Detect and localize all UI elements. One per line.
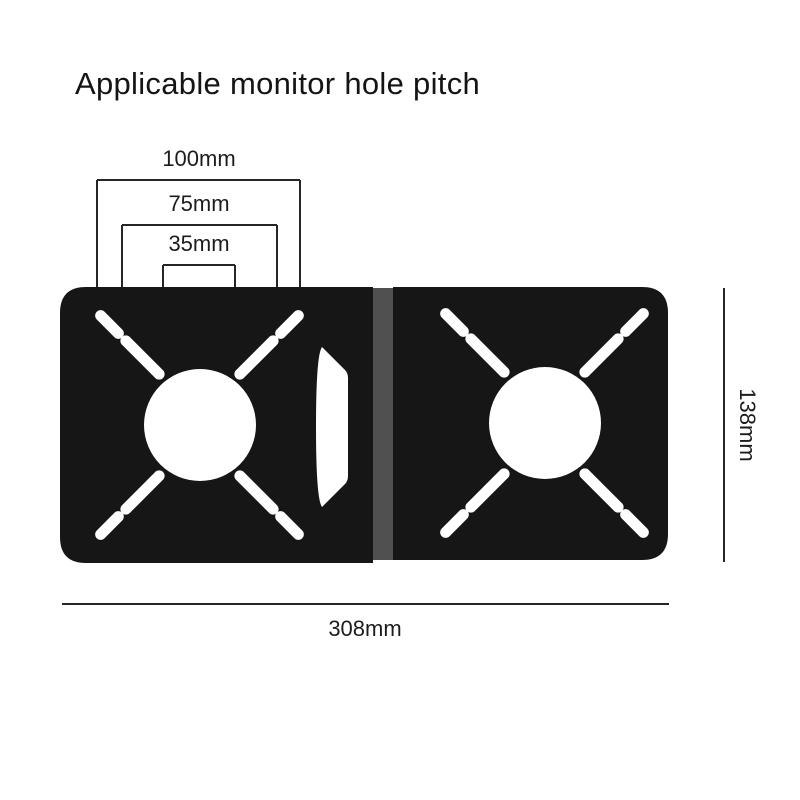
right-plate-cutouts	[440, 308, 649, 538]
vesa-slot-outer-tr	[275, 310, 304, 339]
vesa-slot-outer-br	[275, 511, 304, 540]
dimension-label-100mm: 100mm	[162, 146, 236, 171]
left-plate-cutouts	[95, 310, 348, 540]
vesa-slot-outer-tl	[440, 308, 469, 337]
vesa-slot-inner-bl	[120, 470, 165, 515]
vesa-slot-inner-tr	[579, 333, 624, 378]
vesa-slot-outer-br	[620, 509, 649, 538]
dimension-label-75mm: 75mm	[168, 191, 230, 216]
dimension-label-width: 308mm	[328, 616, 402, 641]
hinge-fold	[369, 288, 397, 560]
vesa-slot-inner-tl	[120, 335, 165, 380]
vesa-slot-inner-tr	[234, 335, 279, 380]
dimension-label-35mm: 35mm	[168, 231, 230, 256]
dimension-label-height: 138mm	[735, 388, 760, 462]
dimension-75mm-line	[121, 224, 278, 291]
dimension-35mm-line	[162, 264, 236, 291]
vesa-slot-outer-tr	[620, 308, 649, 337]
vesa-slot-inner-bl	[465, 468, 510, 513]
left-center-hole	[144, 369, 256, 481]
vesa-slot-outer-tl	[95, 310, 124, 339]
vesa-slot-inner-br	[234, 470, 279, 515]
vertical-cable-slot	[316, 347, 348, 507]
right-center-hole	[489, 367, 601, 479]
dimension-100mm-line	[96, 179, 301, 291]
dimension-lines	[62, 179, 725, 605]
vesa-slot-inner-br	[579, 468, 624, 513]
page-title: Applicable monitor hole pitch	[75, 66, 481, 101]
vesa-slot-outer-bl	[440, 509, 469, 538]
vesa-slot-inner-tl	[465, 333, 510, 378]
vesa-slot-outer-bl	[95, 511, 124, 540]
